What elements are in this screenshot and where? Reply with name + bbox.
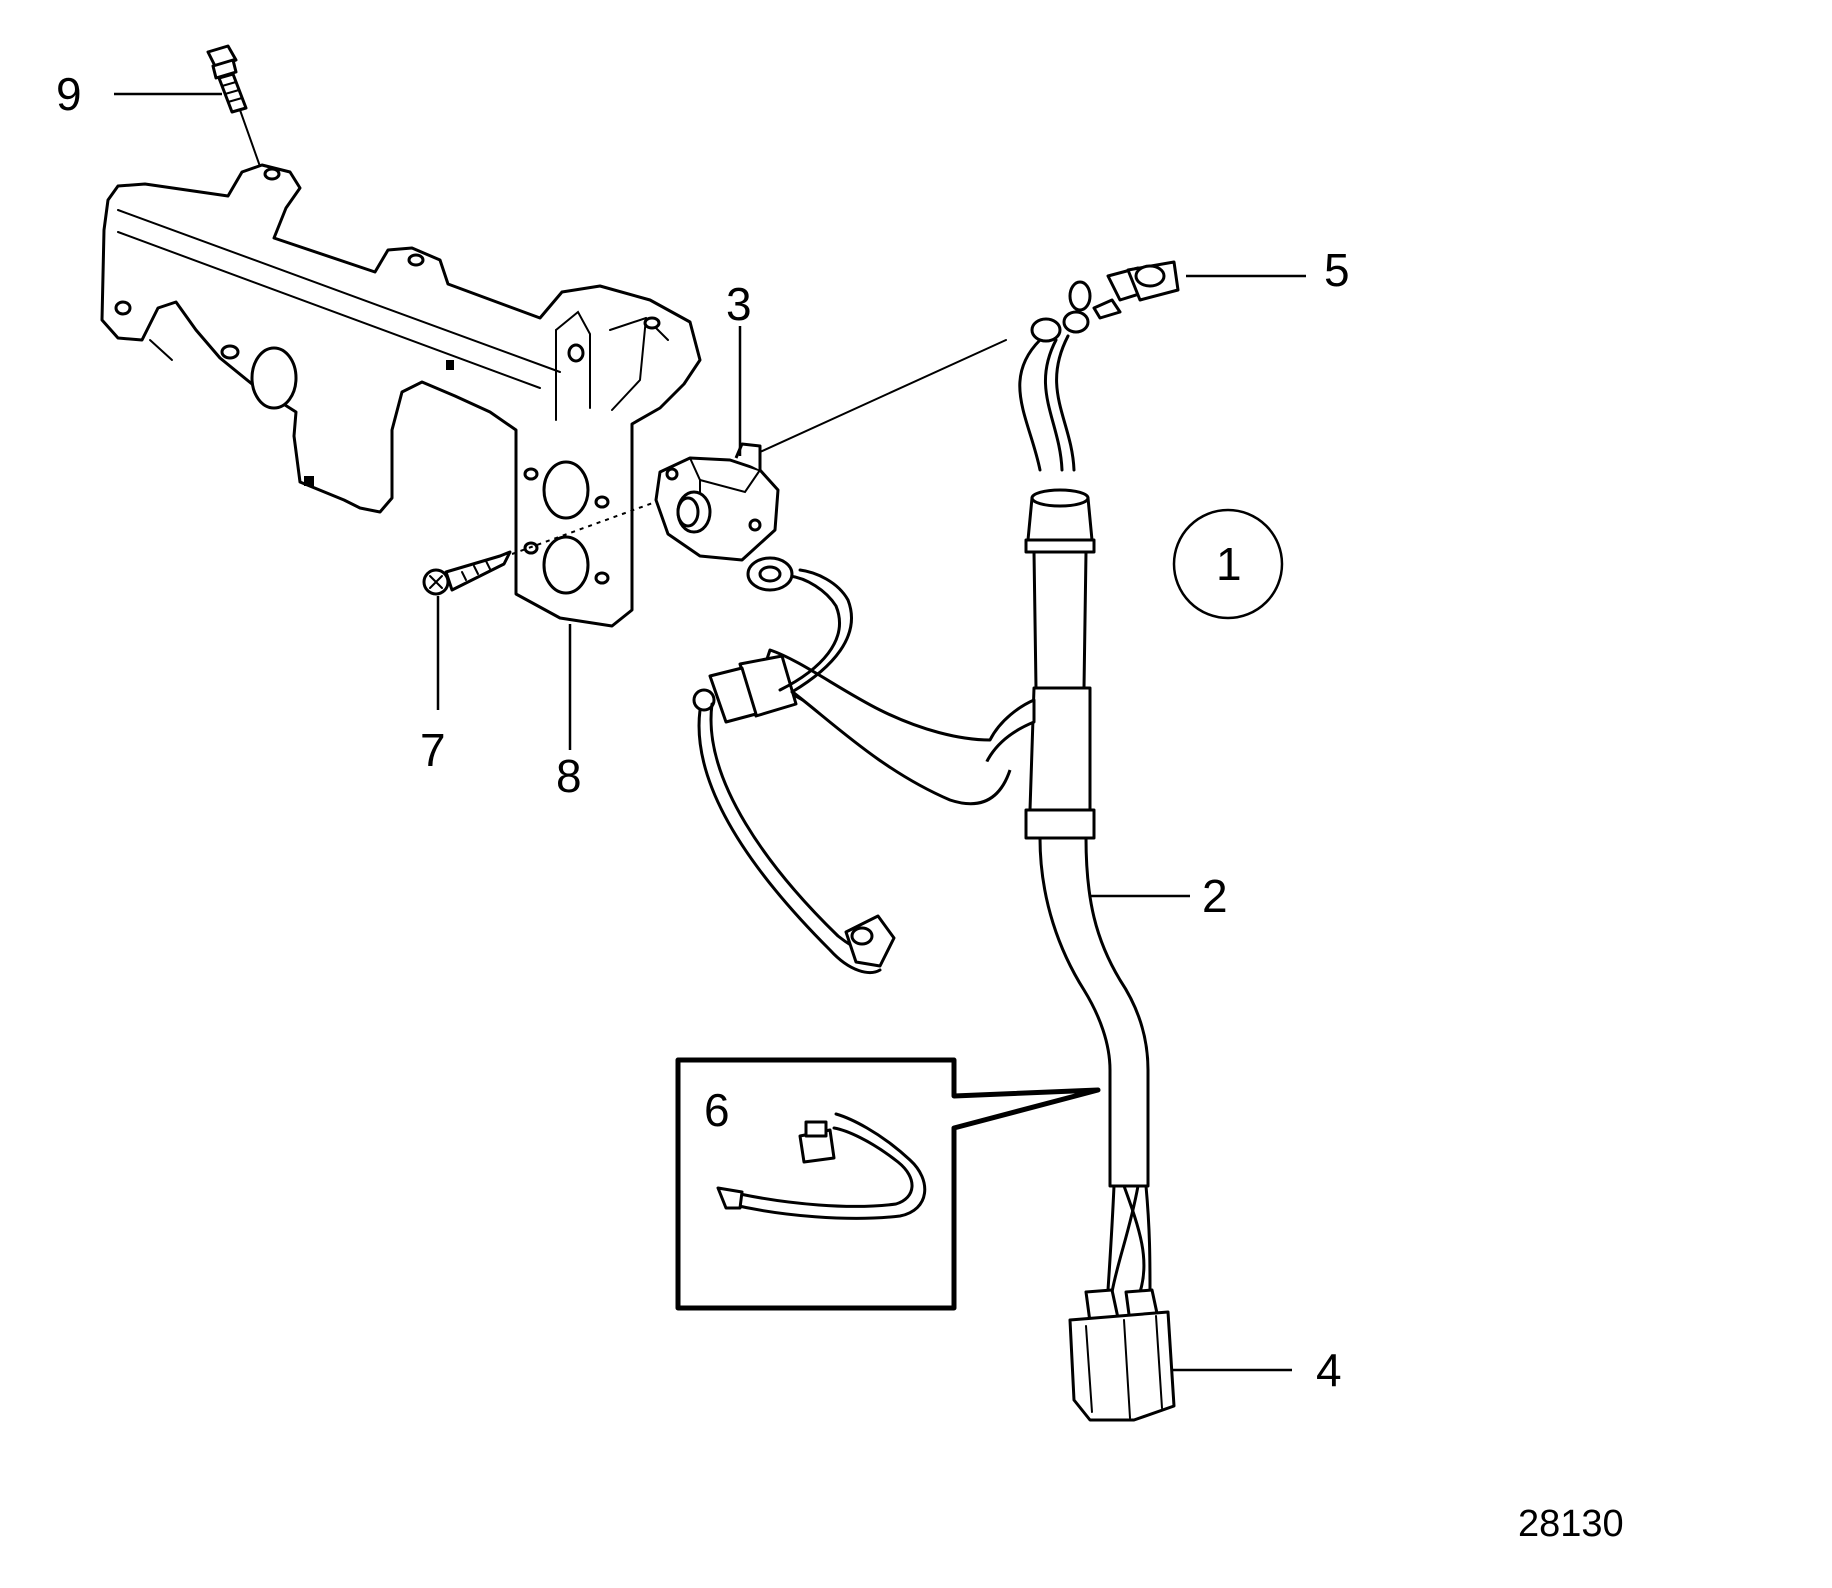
callout-6: 6 xyxy=(704,1084,730,1136)
callout-4: 4 xyxy=(1316,1344,1342,1396)
cap-part-5 xyxy=(1092,260,1180,320)
cable-tie-inset-part-6 xyxy=(675,1057,1101,1311)
screw-alignment-line xyxy=(511,495,673,555)
callout-3: 3 xyxy=(726,278,752,330)
callout-1: 1 xyxy=(1216,538,1242,590)
switch-wire-leader xyxy=(759,339,1007,453)
callout-7: 7 xyxy=(420,724,446,776)
switch-part-3 xyxy=(654,442,780,562)
screw-part-7 xyxy=(422,550,512,596)
wiring-harness-part-2 xyxy=(692,280,1152,1294)
callout-2: 2 xyxy=(1202,870,1228,922)
callout-9: 9 xyxy=(56,68,82,120)
callout-8: 8 xyxy=(556,750,582,802)
bolt-part-9 xyxy=(206,44,263,173)
bracket-part-8 xyxy=(100,163,702,628)
connector-part-4 xyxy=(1068,1288,1176,1422)
callout-5: 5 xyxy=(1324,244,1350,296)
figure-number: 28130 xyxy=(1518,1503,1624,1545)
assembly-circle xyxy=(1172,508,1284,620)
